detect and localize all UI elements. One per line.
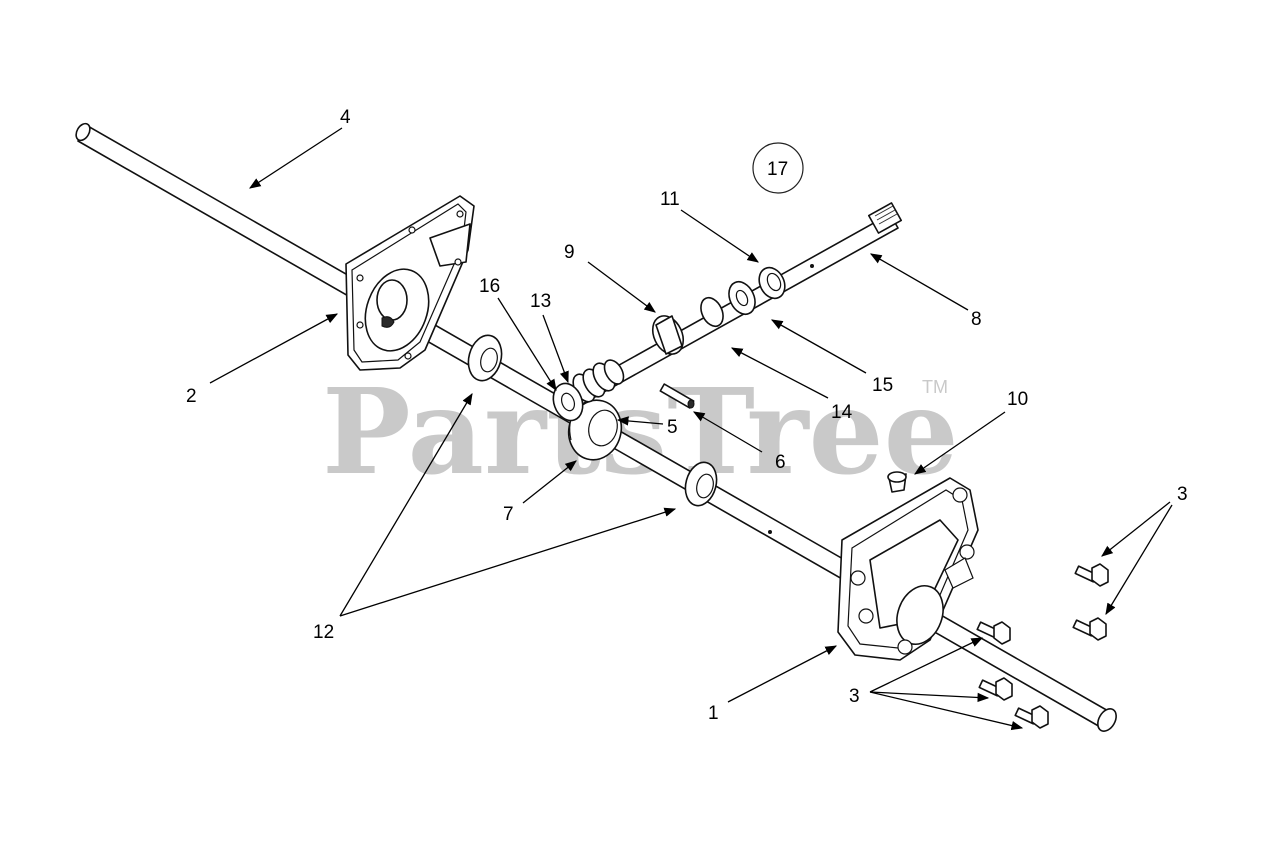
watermark-tm: TM [922, 377, 948, 397]
bearing-right [728, 280, 756, 316]
roll-pin [659, 383, 695, 409]
callout-9: 9 [564, 242, 575, 263]
flat-washer-right [684, 461, 718, 507]
callout-7: 7 [503, 504, 514, 525]
callout-5: 5 [667, 417, 678, 438]
callout-12: 12 [313, 622, 334, 643]
worm-gear [567, 399, 623, 461]
callout-8: 8 [971, 309, 982, 330]
bearing-left [552, 382, 584, 422]
thrust-washer [758, 266, 786, 300]
callout-labels: 1 2 3 3 4 5 6 7 8 9 10 11 12 13 14 15 16… [186, 107, 1188, 724]
thrust-collar [651, 315, 685, 355]
callout-1: 1 [708, 703, 719, 724]
hex-bolt-4 [978, 677, 1013, 701]
callout-13: 13 [530, 291, 551, 312]
right-gear-housing [837, 477, 979, 661]
callout-6: 6 [775, 452, 786, 473]
callout-3-upper: 3 [1177, 484, 1188, 505]
callout-16: 16 [479, 276, 500, 297]
watermark-text: PartsTree [322, 362, 959, 501]
vent-plug [887, 471, 907, 493]
callout-4: 4 [340, 107, 351, 128]
callout-10: 10 [1007, 389, 1028, 410]
flat-washer-left [467, 334, 503, 382]
callout-3-lower: 3 [849, 686, 860, 707]
leader-lines [209, 127, 1173, 731]
hex-bolt-2 [1072, 617, 1107, 641]
callout-17: 17 [767, 159, 788, 180]
left-housing-plate [345, 195, 475, 371]
hex-bolt-1 [1074, 563, 1109, 587]
callout-2: 2 [186, 386, 197, 407]
spacer [700, 296, 724, 328]
hex-bolt-5 [1014, 705, 1049, 729]
callout-11: 11 [660, 189, 680, 210]
callout-14: 14 [831, 402, 853, 423]
hex-bolt-3 [976, 621, 1011, 645]
callout-15: 15 [872, 375, 893, 396]
kit-callout-circle [752, 142, 804, 194]
